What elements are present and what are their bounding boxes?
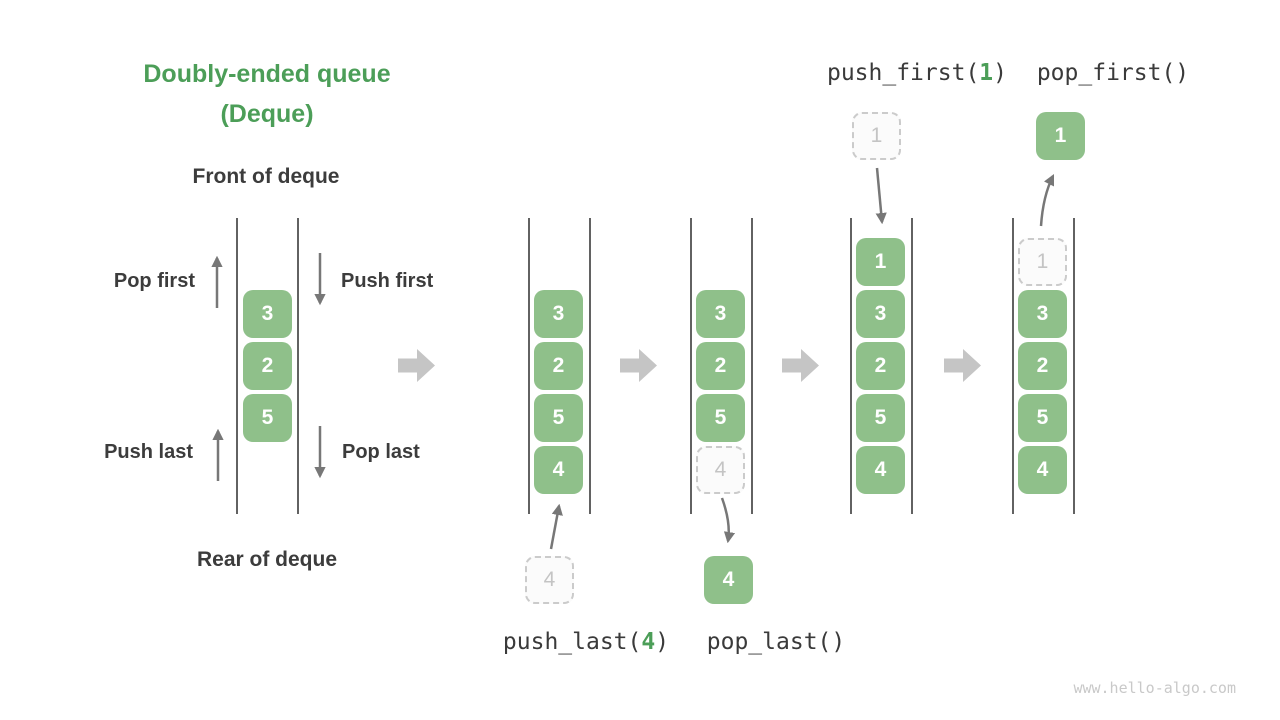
watermark: www.hello-algo.com	[1073, 679, 1236, 697]
deque-cell: 4	[534, 446, 583, 494]
code-text: pop_first()	[1036, 60, 1190, 86]
pop-first-label: Pop first	[113, 270, 195, 292]
deque-cell: 2	[856, 342, 905, 390]
popped-value-cell: 4	[704, 556, 753, 604]
push-last-label: Push last	[104, 441, 193, 463]
incoming-value-ghost: 1	[852, 112, 901, 160]
deque-cell: 3	[856, 290, 905, 338]
rear-of-deque-label: Rear of deque	[196, 548, 338, 571]
pop-last-label: Pop last	[342, 441, 420, 463]
popped-value-cell: 1	[1036, 112, 1085, 160]
transition-arrow	[620, 349, 657, 382]
deque-cell: 5	[534, 394, 583, 442]
deque-wall	[911, 218, 913, 514]
transition-arrow	[782, 349, 819, 382]
pop-last-remove-arrow	[720, 497, 736, 544]
deque-cell: 5	[243, 394, 292, 442]
transition-arrow	[398, 349, 435, 382]
code-text: pop_last()	[706, 629, 846, 655]
deque-cell: 2	[696, 342, 745, 390]
title-line-2: (Deque)	[220, 100, 314, 128]
deque-wall	[850, 218, 852, 514]
removed-value-ghost: 1	[1018, 238, 1067, 286]
deque-wall	[1012, 218, 1014, 514]
pop-first-remove-arrow	[1039, 173, 1055, 227]
deque-cell: 5	[696, 394, 745, 442]
push-first-label: Push first	[341, 270, 434, 292]
deque-cell: 3	[1018, 290, 1067, 338]
deque-wall	[297, 218, 299, 514]
pop-last-code-label: pop_last()	[707, 628, 845, 656]
deque-wall	[528, 218, 530, 514]
code-arg: 4	[641, 629, 656, 655]
push-last-code-label: push_last(4)	[503, 628, 669, 656]
code-text: push_first(	[826, 60, 980, 86]
push-last-insert-arrow	[549, 503, 563, 550]
deque-cell: 3	[696, 290, 745, 338]
deque-cell: 4	[1018, 446, 1067, 494]
incoming-value-ghost: 4	[525, 556, 574, 604]
deque-cell: 5	[856, 394, 905, 442]
front-of-deque-label: Front of deque	[192, 165, 340, 188]
code-arg: 1	[979, 60, 994, 86]
deque-cell: 3	[534, 290, 583, 338]
deque-cell: 1	[856, 238, 905, 286]
deque-cell: 4	[856, 446, 905, 494]
deque-wall	[690, 218, 692, 514]
push-first-insert-arrow	[875, 167, 887, 225]
deque-cell: 2	[243, 342, 292, 390]
push-first-code-label: push_first(1)	[827, 59, 1007, 87]
transition-arrow	[944, 349, 981, 382]
deque-cell: 2	[534, 342, 583, 390]
pop-first-code-label: pop_first()	[1037, 59, 1189, 87]
code-text: )	[655, 629, 670, 655]
deque-wall	[236, 218, 238, 514]
deque-wall	[751, 218, 753, 514]
deque-wall	[1073, 218, 1075, 514]
page-title: Doubly-ended queue (Deque)	[143, 54, 390, 134]
deque-cell: 3	[243, 290, 292, 338]
removed-value-ghost: 4	[696, 446, 745, 494]
deque-cell: 2	[1018, 342, 1067, 390]
deque-cell: 5	[1018, 394, 1067, 442]
deque-wall	[589, 218, 591, 514]
code-text: push_last(	[502, 629, 642, 655]
title-line-1: Doubly-ended queue	[143, 60, 391, 88]
code-text: )	[993, 60, 1008, 86]
